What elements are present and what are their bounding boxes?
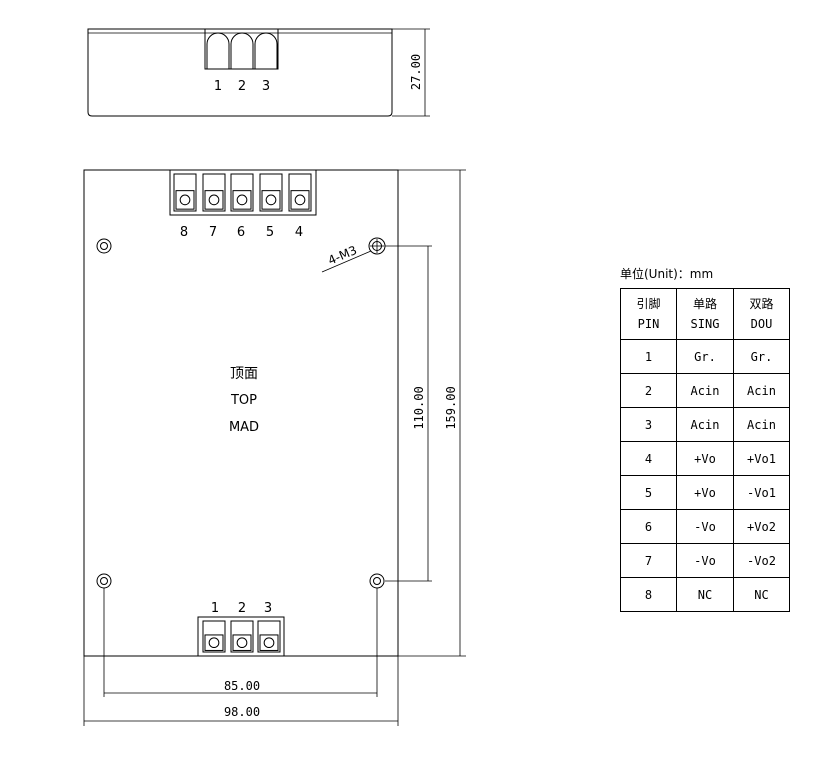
cell-pin: 5 (620, 475, 677, 510)
brand-label: MAD (229, 420, 259, 435)
cell-dual: Gr. (733, 339, 790, 374)
table-row: 8 NC NC (620, 577, 790, 612)
table-row: 1 Gr. Gr. (620, 339, 790, 374)
top-terminal-cell (259, 173, 283, 212)
unit-caption: 单位(Unit)：mm (620, 267, 714, 281)
cell-pin: 3 (620, 407, 677, 442)
table-header-row: 引脚 PIN 单路 SING 双路 DOU (620, 288, 790, 340)
top-terminal-cell (288, 173, 312, 212)
bottom-terminal-cell (202, 620, 226, 653)
side-pin-1: 1 (214, 79, 222, 94)
bottom-terminal-block (197, 616, 285, 657)
cell-single: -Vo (676, 509, 734, 544)
top-pin-5: 5 (266, 225, 274, 240)
table-row: 7 -Vo -Vo2 (620, 543, 790, 578)
table-row: 4 +Vo +Vo1 (620, 441, 790, 476)
cell-pin: 7 (620, 543, 677, 578)
cell-dual: +Vo2 (733, 509, 790, 544)
side-view: 1 2 3 27.00 (87, 28, 430, 117)
cell-single: -Vo (676, 543, 734, 578)
table-row: 5 +Vo -Vo1 (620, 475, 790, 510)
header-pin-en: PIN (637, 317, 660, 331)
table-row: 6 -Vo +Vo2 (620, 509, 790, 544)
cell-single: Acin (676, 373, 734, 408)
cell-dual: NC (733, 577, 790, 612)
mounting-hole-bl (96, 573, 112, 589)
cell-pin: 1 (620, 339, 677, 374)
side-pin-2: 2 (238, 79, 246, 94)
board-outline (83, 169, 399, 657)
cell-dual: -Vo2 (733, 543, 790, 578)
hole-spacing-horizontal-dimension: 85.00 (103, 588, 378, 697)
bottom-terminal-cell (257, 620, 281, 653)
top-terminal-block (169, 169, 317, 216)
cell-single: Acin (676, 407, 734, 442)
top-face-label-en: TOP (230, 393, 257, 408)
bottom-pin-3: 3 (264, 601, 272, 616)
board-height-dimension: 159.00 (398, 169, 466, 657)
header-pin-cn: 引脚 (636, 297, 661, 311)
top-pin-8: 8 (180, 225, 188, 240)
header-single: 单路 SING (676, 288, 734, 340)
mounting-hole-tl (96, 238, 112, 254)
cell-pin: 2 (620, 373, 677, 408)
top-terminal-cell (202, 173, 226, 212)
cell-single: NC (676, 577, 734, 612)
bottom-terminal-cell (230, 620, 254, 653)
table-row: 3 Acin Acin (620, 407, 790, 442)
top-pin-7: 7 (209, 225, 217, 240)
cell-single: +Vo (676, 441, 734, 476)
pin-assignment-table: 引脚 PIN 单路 SING 双路 DOU 1 Gr. Gr. 2 Acin A… (620, 288, 790, 612)
hole-spacing-vertical-dimension: 110.00 (385, 245, 432, 582)
cell-single: Gr. (676, 339, 734, 374)
cell-dual: Acin (733, 407, 790, 442)
side-pin-3: 3 (262, 79, 270, 94)
board-width-label: 98.00 (224, 705, 260, 719)
top-face-label-cn: 顶面 (230, 366, 258, 382)
header-dual-cn: 双路 (749, 297, 774, 311)
cell-pin: 4 (620, 441, 677, 476)
hole-spacing-vertical-label: 110.00 (412, 386, 426, 429)
cell-dual: Acin (733, 373, 790, 408)
mounting-hole-br (369, 573, 385, 589)
mounting-hole-tr (368, 237, 386, 255)
header-single-en: SING (690, 317, 720, 331)
bottom-pin-2: 2 (238, 601, 246, 616)
hole-spacing-horizontal-label: 85.00 (224, 679, 260, 693)
table-row: 2 Acin Acin (620, 373, 790, 408)
top-pin-6: 6 (237, 225, 245, 240)
cell-single: +Vo (676, 475, 734, 510)
top-pin-4: 4 (295, 225, 303, 240)
side-height-dimension: 27.00 (392, 28, 430, 117)
top-terminal-cell (173, 173, 197, 212)
header-dual: 双路 DOU (733, 288, 790, 340)
bottom-pin-1: 1 (211, 601, 219, 616)
cell-dual: -Vo1 (733, 475, 790, 510)
top-terminal-cell (230, 173, 254, 212)
hole-callout: 4-M3 (326, 243, 359, 268)
header-pin: 引脚 PIN (620, 288, 677, 340)
header-dual-en: DOU (750, 317, 773, 331)
board-width-dimension: 98.00 (83, 656, 399, 726)
side-terminal-block (204, 28, 279, 70)
cell-pin: 6 (620, 509, 677, 544)
side-height-label: 27.00 (409, 54, 423, 90)
header-single-cn: 单路 (692, 297, 717, 311)
cell-dual: +Vo1 (733, 441, 790, 476)
board-height-label: 159.00 (444, 386, 458, 429)
cell-pin: 8 (620, 577, 677, 612)
top-view: 8 7 6 5 4 4-M3 顶面 TOP MAD (83, 169, 466, 726)
